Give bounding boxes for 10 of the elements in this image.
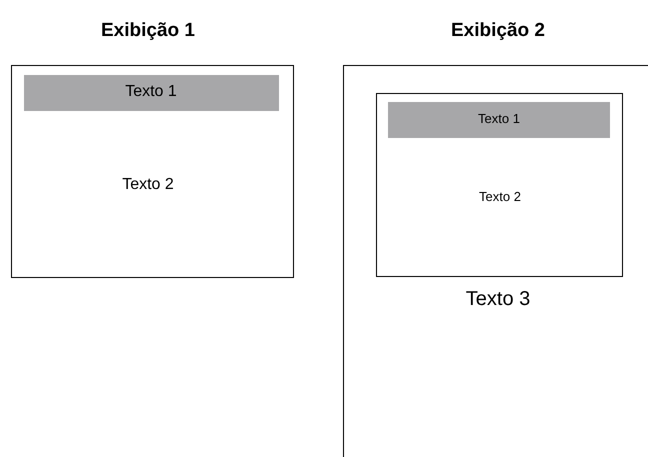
bar-label: Texto 1	[478, 112, 520, 127]
bar-label: Texto 1	[125, 83, 177, 102]
exhibit-heading: Exibição 2	[451, 20, 545, 42]
body-text: Texto 3	[466, 288, 530, 311]
exhibit-heading: Exibição 1	[101, 20, 195, 42]
body-text: Texto 2	[122, 176, 174, 194]
body-text: Texto 2	[479, 190, 521, 205]
frame-box	[376, 93, 623, 277]
header-bar	[24, 75, 279, 111]
header-bar	[388, 102, 610, 138]
